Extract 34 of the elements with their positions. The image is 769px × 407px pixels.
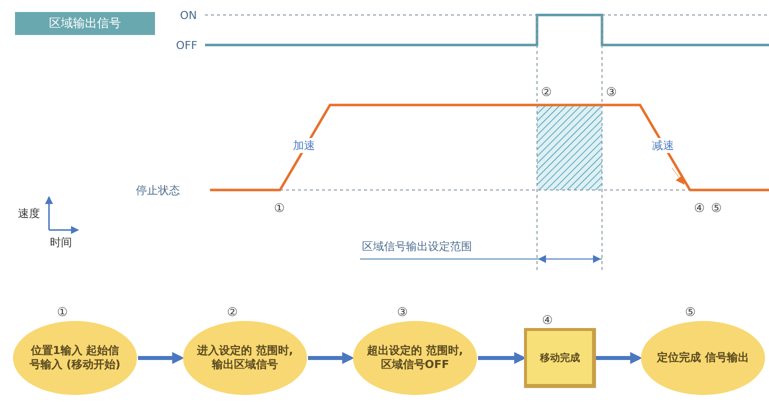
step-text: 区域输出信号: [48, 16, 122, 32]
step-number: ①: [57, 306, 68, 318]
flow-arrow: [596, 352, 642, 364]
step-ellipse: [640, 320, 766, 396]
step-number: ⑤: [685, 306, 696, 318]
step-text: 位置1输入 起始信号输入 (移动开始): [28, 344, 122, 372]
flow-arrow: [138, 352, 184, 364]
point-number: ④: [694, 202, 705, 214]
step-ellipse: [182, 320, 308, 396]
phase-label: 加速: [292, 138, 316, 153]
state-label: ON: [180, 10, 197, 21]
range-label: 区域信号输出设定范围: [362, 241, 472, 252]
step-box: [524, 328, 596, 388]
point-number: ③: [606, 86, 617, 98]
axis-label: 时间: [50, 237, 72, 248]
step-number: ②: [227, 306, 238, 318]
signal-label-tag: [15, 12, 155, 35]
axis-label: 速度: [18, 208, 40, 219]
point-number: ⑤: [711, 202, 722, 214]
step-ellipse: [352, 320, 478, 396]
flow-arrow: [478, 352, 526, 364]
step-number: ③: [397, 306, 408, 318]
step-ellipse: [12, 320, 138, 396]
state-label: 停止状态: [136, 185, 180, 196]
step-text: 定位完成 信号输出: [656, 350, 750, 366]
step-number: ④: [542, 314, 553, 326]
phase-label: 减速: [651, 138, 675, 153]
point-number: ②: [541, 86, 552, 98]
step-text: 移动完成: [538, 352, 581, 364]
state-label: OFF: [176, 40, 198, 51]
step-text: 超出设定的 范围时, 区域信号OFF: [366, 344, 464, 372]
point-number: ①: [274, 202, 285, 214]
flow-arrow: [308, 352, 354, 364]
step-text: 进入设定的 范围时, 输出区域信号: [196, 344, 294, 372]
